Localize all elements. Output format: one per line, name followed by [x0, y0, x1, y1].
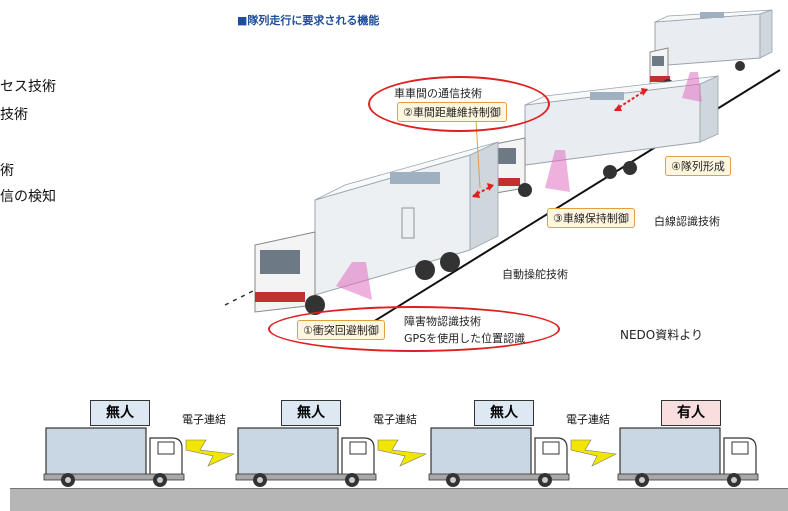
ellipse-collision — [268, 306, 560, 352]
truck-near — [254, 141, 499, 315]
tag-manned: 有人 — [661, 400, 721, 426]
link-label-3: 電子連結 — [566, 413, 610, 426]
left-text-2: 技術 — [0, 107, 28, 123]
tag-unmanned-1: 無人 — [90, 400, 150, 426]
gap-control-box: ②車間距離維持制御 — [397, 102, 507, 122]
source-label: NEDO資料より — [620, 328, 704, 342]
ellipse-gap-control — [368, 76, 550, 132]
truck-far — [649, 9, 773, 89]
obstacle-label: 障害物認識技術 — [404, 315, 481, 328]
left-text-3: 術 — [0, 163, 14, 179]
sensor-beam-middle — [545, 150, 570, 192]
lane-keep-box: ③車線保持制御 — [547, 208, 635, 228]
steering-label: 自動操舵技術 — [502, 268, 568, 281]
sensor-beam-far — [682, 72, 702, 102]
white-line-label: 白線認識技術 — [654, 215, 720, 228]
lower-trucks — [43, 427, 759, 487]
comm-label: 車車間の通信技術 — [394, 87, 482, 100]
gps-label: GPSを使用した位置認識 — [404, 332, 526, 345]
platoon-box: ④隊列形成 — [665, 156, 731, 176]
tag-unmanned-2: 無人 — [281, 400, 341, 426]
gap-arrow-2 — [614, 89, 647, 111]
lower-truck-1 — [43, 427, 185, 487]
lower-truck-3 — [428, 427, 570, 487]
tag-unmanned-3: 無人 — [474, 400, 534, 426]
collision-box: ①衝突回避制御 — [297, 320, 385, 340]
left-text-1: セス技術 — [0, 79, 56, 95]
lower-truck-2 — [235, 427, 377, 487]
link-label-1: 電子連結 — [182, 413, 226, 426]
truck-middle — [489, 75, 719, 197]
bolt-icon — [377, 439, 428, 467]
lower-truck-4 — [617, 427, 759, 487]
diagram-title: ■隊列走行に要求される機能 — [237, 14, 380, 27]
link-label-2: 電子連結 — [373, 413, 417, 426]
bolt-icon — [185, 439, 236, 467]
road-surface — [10, 488, 788, 511]
platoon-illustration — [224, 9, 781, 331]
left-text-4: 信の検知 — [0, 189, 56, 205]
bolt-icon — [570, 439, 618, 467]
